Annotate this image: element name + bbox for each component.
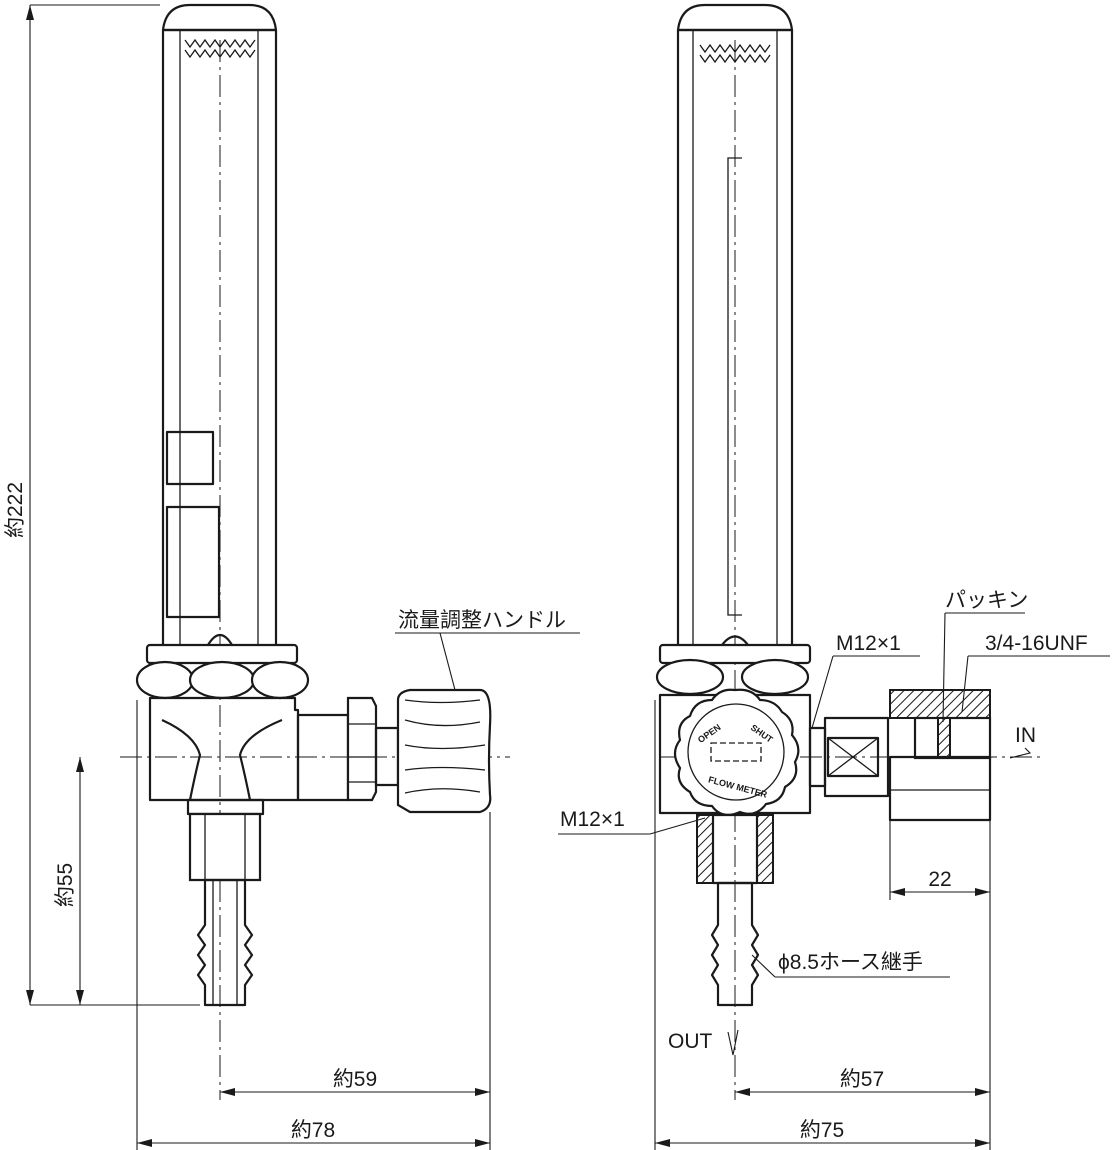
- dim-55-arrow-top: [76, 757, 84, 772]
- right-dial-window: [710, 742, 762, 762]
- right-dial-inner-ring: [687, 703, 785, 801]
- left-collar-oval-2: [188, 660, 256, 700]
- right-packing-section: [937, 717, 951, 759]
- dim-55-arrow-bottom: [76, 990, 84, 1005]
- dim-height-outlet-label: 約55: [54, 863, 77, 907]
- left-view: 約222 約55 約59 約78 流量調整ハンドル: [4, 3, 580, 1150]
- left-handle-groove-3: [404, 744, 486, 750]
- right-outlet-nut: [711, 813, 759, 885]
- right-inlet-nut-bore: [913, 716, 992, 760]
- left-collar-top: [145, 643, 299, 665]
- packing-leader: [942, 612, 946, 723]
- left-outlet-nut: [188, 812, 262, 882]
- right-outlet-nut-hatch-right: [756, 814, 774, 884]
- hose-leader: [751, 954, 776, 978]
- dim-width-78-label: 約78: [291, 1119, 335, 1142]
- right-outlet-nut-hatch-left: [696, 814, 714, 884]
- left-body-curve-right: [238, 718, 283, 801]
- left-handle-groove-5: [404, 788, 481, 794]
- dim-75-arrow-right: [975, 1139, 990, 1147]
- dim-57-arrow-left: [735, 1088, 750, 1096]
- right-collar-oval-1: [655, 658, 725, 696]
- right-view: OPEN SHUT FLOW METER M12×1 パッキン 3/4-16UN…: [558, 3, 1110, 1150]
- thread-in-leader: [961, 655, 969, 713]
- left-float-ball: [207, 633, 233, 646]
- right-scale-bracket: [727, 157, 742, 616]
- right-dial-knob: [673, 688, 800, 817]
- dim-75-arrow-left: [655, 1139, 670, 1147]
- dim-59-arrow-left: [220, 1088, 235, 1096]
- m12-upper-leader: [811, 655, 834, 729]
- left-collar-oval-1: [135, 660, 195, 700]
- out-marker: [727, 1029, 739, 1056]
- right-thread-lower: [699, 53, 771, 64]
- m12-upper-label: M12×1: [836, 632, 901, 655]
- left-scale-plate-upper: [165, 430, 215, 486]
- left-valve-body: [148, 696, 300, 802]
- handle-leader-line: [439, 632, 456, 691]
- left-tube-cap: [161, 3, 278, 32]
- dim-width-59-label: 約59: [333, 1068, 377, 1091]
- in-label: IN: [1015, 724, 1036, 747]
- left-handle-groove-1: [404, 699, 481, 704]
- dim-222-arrow-top: [26, 5, 34, 20]
- left-handle-groove-4: [404, 766, 486, 771]
- right-tube-cap: [676, 3, 794, 32]
- dim-height-total-label: 約222: [4, 482, 27, 538]
- left-body-neck: [186, 798, 265, 816]
- thread-in-label: 3/4-16UNF: [985, 632, 1088, 655]
- right-float-ball: [721, 635, 749, 646]
- left-thread-lower: [184, 48, 256, 59]
- m12-lower-label: M12×1: [560, 808, 625, 831]
- left-hex-nut: [346, 696, 378, 802]
- handle-label: 流量調整ハンドル: [398, 609, 566, 632]
- packing-label: パッキン: [945, 589, 1028, 612]
- hose-label: ϕ8.5ホース継手: [778, 951, 923, 974]
- dim-22-arrow-left: [890, 888, 905, 896]
- in-marker: [1009, 747, 1032, 759]
- right-inlet-nut-hatched-top: [889, 689, 991, 719]
- left-thread-upper: [184, 38, 256, 49]
- dim-57-arrow-right: [975, 1088, 990, 1096]
- left-hose-barb: [196, 878, 254, 1007]
- dim-59-arrow-right: [475, 1088, 490, 1096]
- right-hose-barb: [710, 881, 760, 1007]
- dim-nut-width-label: 22: [928, 868, 951, 891]
- right-thread-upper: [699, 43, 771, 54]
- m12-lower-leader: [649, 817, 706, 835]
- right-inlet-flat: [826, 736, 880, 778]
- left-handle-groove-2: [404, 719, 481, 727]
- right-inlet-flat-diag-2: [827, 737, 879, 777]
- right-inlet-nut-lower: [888, 755, 992, 822]
- out-label: OUT: [668, 1030, 713, 1053]
- left-body-curve-left: [161, 718, 202, 801]
- right-collar-oval-2: [740, 658, 810, 696]
- left-collar-oval-3: [250, 660, 310, 700]
- right-inlet-pipe: [823, 716, 890, 798]
- dim-22-arrow-right: [975, 888, 990, 896]
- left-scale-plate-lower: [165, 505, 221, 619]
- dim-222-arrow-bottom: [26, 990, 34, 1005]
- dim-78-arrow-right: [475, 1139, 490, 1147]
- dim-78-arrow-left: [137, 1139, 152, 1147]
- dim-width-75-label: 約75: [800, 1119, 844, 1142]
- right-collar-top: [658, 643, 812, 665]
- left-handle-knob: [396, 688, 492, 814]
- dim-width-57-label: 約57: [840, 1068, 884, 1091]
